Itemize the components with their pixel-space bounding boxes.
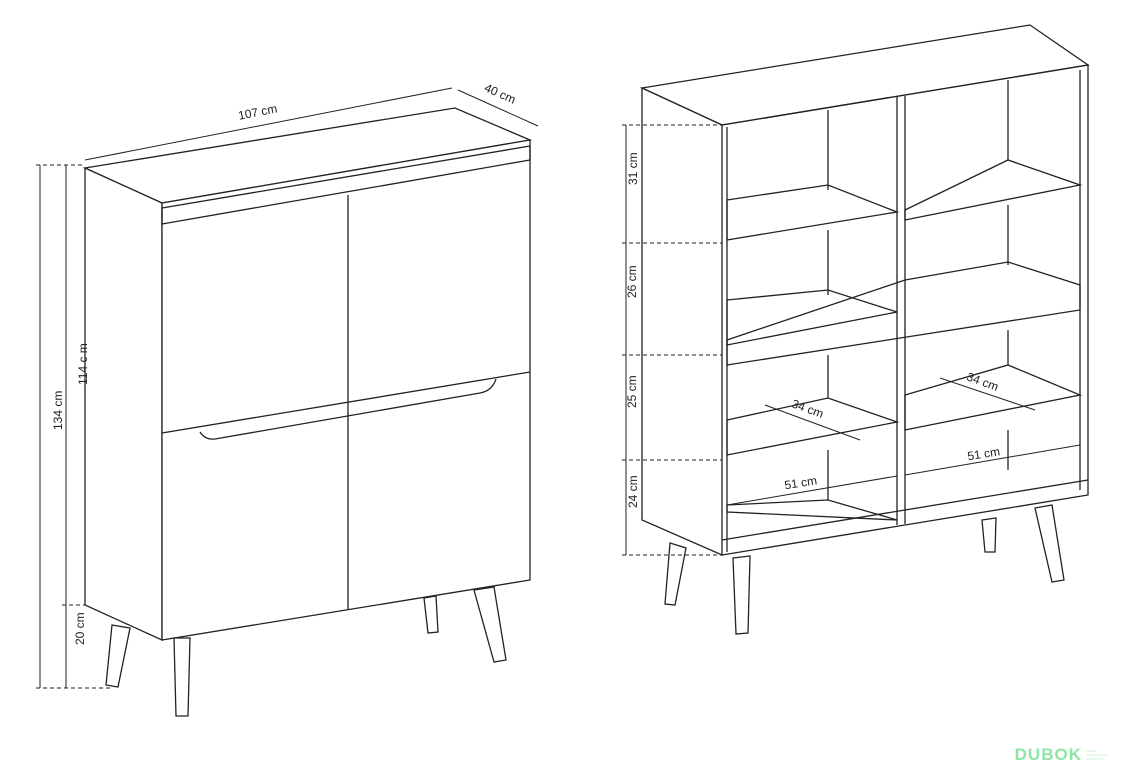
total-height-label: 134 cm: [51, 391, 65, 430]
leg: [173, 637, 191, 717]
logo-tagline: FOKUS POTREBLJETA NAMJESTAJ: [1086, 749, 1107, 761]
right-cabinet: [639, 24, 1090, 635]
handle-groove: [199, 378, 497, 440]
shelf-height-4: 24 cm: [626, 475, 640, 508]
leg: [981, 517, 997, 553]
left-dimensions: [36, 87, 539, 689]
shelf-depth-right: 34 cm: [965, 370, 1001, 394]
leg: [664, 542, 687, 606]
leg: [423, 595, 439, 634]
logo-name: DUBOK: [1014, 745, 1082, 764]
left-cabinet-top-rail: [161, 145, 531, 225]
compartment-width-left: 51 cm: [783, 473, 817, 492]
right-cabinet-side: [641, 86, 723, 556]
left-cabinet-front: [161, 139, 531, 641]
shelf-height-2: 26 cm: [625, 265, 639, 298]
leg: [1034, 504, 1065, 583]
leg: [732, 555, 751, 635]
leg: [105, 624, 131, 688]
depth-label: 40 cm: [482, 81, 518, 107]
compartment-width-right: 51 cm: [966, 444, 1000, 463]
left-cabinet-side: [84, 166, 163, 642]
width-label: 107 cm: [237, 101, 278, 122]
leg-height-label: 20 cm: [73, 612, 87, 645]
shelf-height-3: 25 cm: [625, 375, 639, 408]
left-cabinet: [82, 107, 533, 717]
leg: [473, 586, 507, 663]
door-split-horizontal: [161, 371, 531, 434]
body-height-label: 114 c m: [76, 343, 90, 385]
right-cabinet-top: [639, 24, 1090, 126]
right-dimensions: [622, 124, 1081, 556]
shelf-height-1: 31 cm: [626, 152, 640, 185]
brand-logo: DUBOK FOKUS POTREBLJETA NAMJESTAJ: [1015, 745, 1112, 765]
